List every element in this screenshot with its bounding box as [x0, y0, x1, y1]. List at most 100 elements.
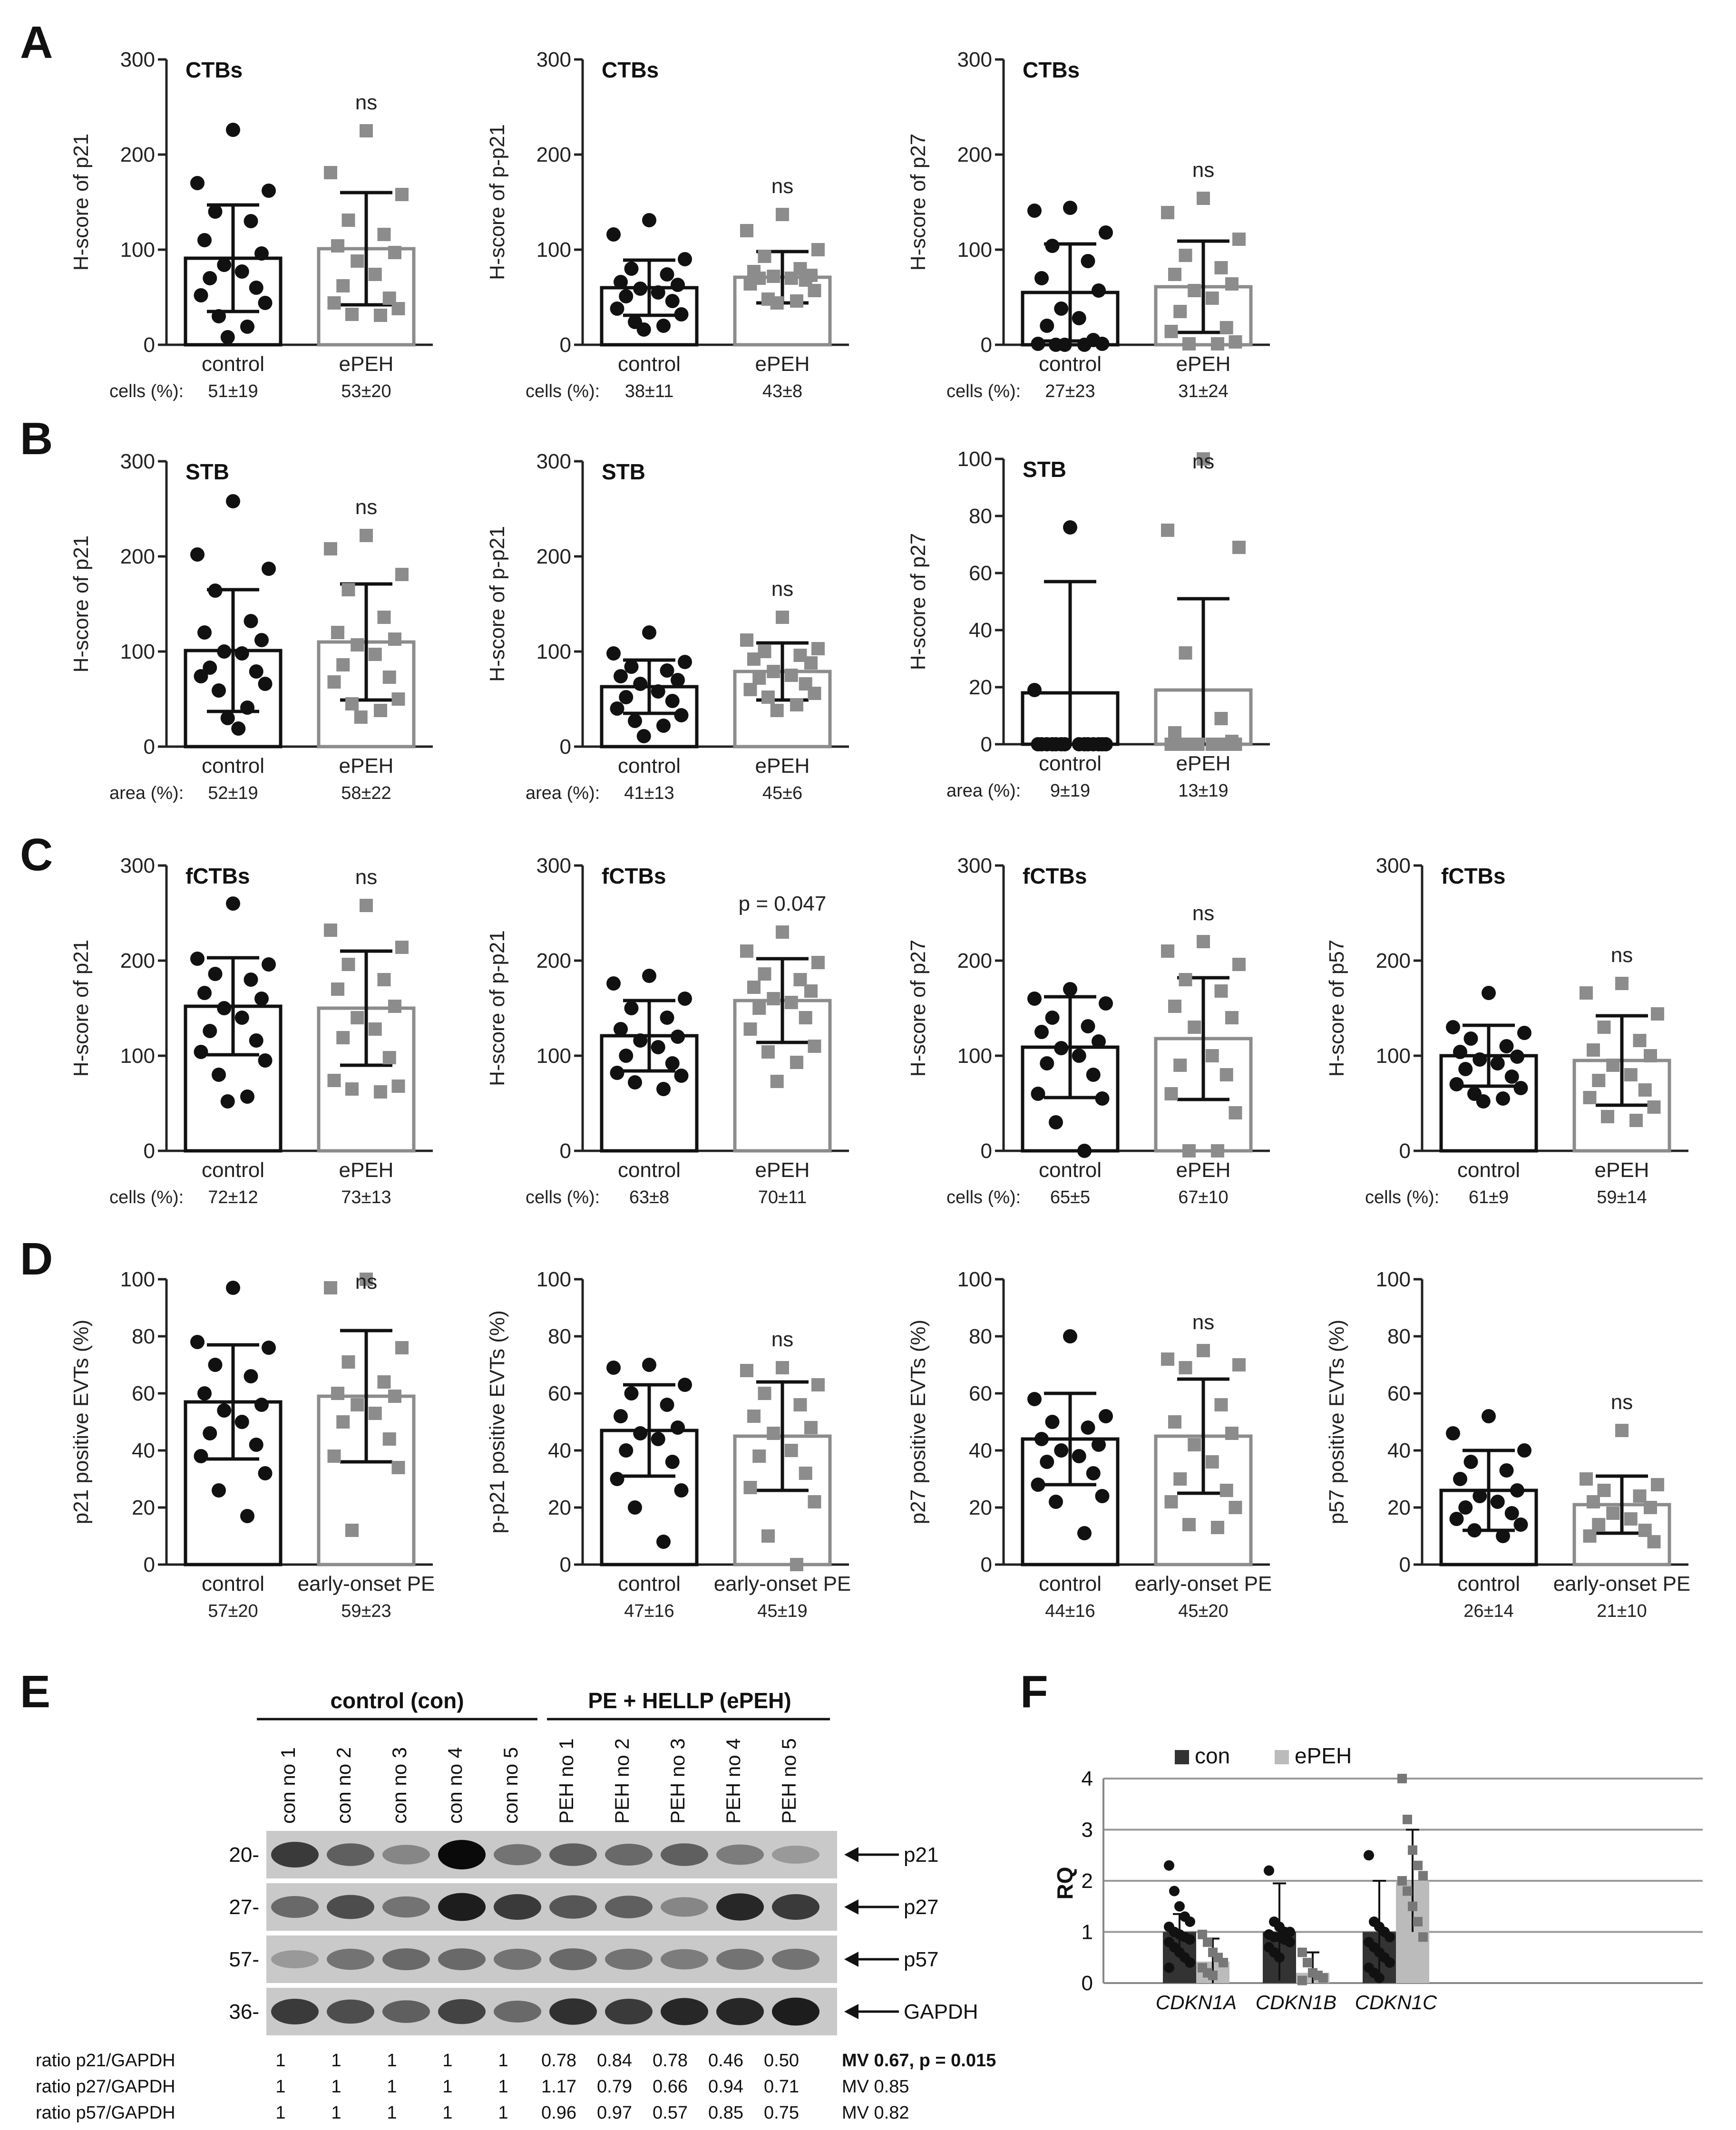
- data-point: [1510, 1050, 1524, 1064]
- footnote-value: 72±12: [208, 1187, 258, 1207]
- data-point: [388, 1000, 401, 1013]
- data-point: [1467, 1523, 1482, 1537]
- y-tick-label: 0: [981, 333, 992, 357]
- data-point: [351, 1011, 364, 1024]
- y-axis-label: RQ: [1053, 1867, 1077, 1900]
- ratio-value: 1: [387, 2077, 397, 2097]
- category-label: ePEH: [1176, 752, 1231, 775]
- data-point: [674, 1483, 689, 1498]
- data-point: [1197, 192, 1210, 205]
- category-label: early-onset PE: [1135, 1572, 1272, 1595]
- data-point: [665, 1056, 680, 1070]
- data-point: [258, 296, 273, 310]
- footnote-label: cells (%):: [1365, 1187, 1439, 1207]
- data-point: [1638, 1524, 1652, 1537]
- rq-point: [1219, 1958, 1228, 1967]
- significance-label: p = 0.047: [739, 892, 827, 915]
- data-point: [208, 204, 223, 219]
- data-point: [391, 1461, 405, 1474]
- y-tick-label: 0: [981, 733, 992, 756]
- y-tick-label: 200: [120, 949, 155, 973]
- panel-label-e: E: [20, 1666, 50, 1717]
- footnote-value: 44±16: [1045, 1601, 1095, 1621]
- data-point: [1040, 1056, 1054, 1070]
- data-point: [1214, 1398, 1228, 1411]
- data-point: [382, 671, 396, 684]
- data-point: [194, 288, 208, 302]
- data-point: [1092, 283, 1106, 298]
- band: [549, 1948, 597, 1970]
- data-point: [1651, 1007, 1664, 1021]
- significance-label: ns: [1192, 1311, 1214, 1334]
- data-point: [1164, 1495, 1178, 1508]
- band: [494, 1948, 541, 1970]
- footnote-label: area (%):: [946, 781, 1021, 801]
- footnote-value: 41±13: [624, 783, 674, 803]
- data-point: [651, 684, 665, 699]
- data-point: [1031, 337, 1045, 351]
- y-axis-label: H-score of p57: [1325, 940, 1348, 1077]
- data-point: [743, 1022, 757, 1036]
- data-point: [336, 658, 350, 671]
- band: [438, 1840, 486, 1869]
- data-point: [651, 285, 665, 300]
- ratio-value: 0.57: [653, 2103, 688, 2123]
- data-point: [1164, 325, 1178, 338]
- data-point: [360, 124, 373, 137]
- data-point: [610, 1066, 624, 1080]
- footnote-label: cells (%):: [109, 381, 184, 401]
- y-tick-label: 0: [560, 735, 571, 759]
- data-point: [1473, 1052, 1487, 1067]
- y-tick-label: 0: [144, 735, 155, 759]
- data-point: [1072, 1049, 1086, 1063]
- data-point: [606, 976, 621, 991]
- protein-label: GAPDH: [904, 2000, 978, 2023]
- y-axis-label: H-score of p21: [69, 134, 93, 271]
- protein-label: p57: [904, 1948, 938, 1971]
- data-point: [752, 1002, 766, 1015]
- data-point: [395, 941, 409, 954]
- data-point: [784, 1444, 798, 1457]
- y-axis-label: H-score of p-p21: [486, 526, 509, 682]
- data-point: [1197, 452, 1210, 466]
- band: [438, 1948, 486, 1970]
- ratio-value: 1: [442, 2077, 452, 2097]
- footnote-label: cells (%):: [526, 381, 600, 401]
- rq-point: [1408, 1901, 1417, 1911]
- data-point: [190, 547, 205, 562]
- y-tick-label: 200: [536, 143, 571, 166]
- data-point: [1034, 1432, 1049, 1446]
- data-point: [1049, 1115, 1063, 1129]
- data-point: [377, 973, 391, 986]
- ratio-value: 0.78: [541, 2051, 576, 2071]
- data-point: [1081, 254, 1095, 268]
- y-tick-label: 300: [120, 854, 155, 877]
- chart-title: CTBs: [1023, 58, 1080, 82]
- data-point: [391, 692, 405, 706]
- data-point: [262, 562, 276, 576]
- band: [661, 1897, 708, 1917]
- data-point: [665, 294, 680, 308]
- data-point: [1072, 311, 1086, 325]
- band: [271, 1842, 319, 1867]
- data-point: [610, 1472, 624, 1486]
- data-point: [770, 704, 784, 717]
- rq-point: [1403, 1886, 1412, 1896]
- data-point: [1214, 984, 1228, 998]
- ratio-value: 1: [442, 2103, 452, 2123]
- data-point: [642, 969, 656, 983]
- data-point: [651, 1432, 665, 1446]
- data-point: [1077, 737, 1092, 751]
- footnote-value: 53±20: [341, 381, 391, 401]
- data-point: [671, 1030, 685, 1044]
- data-point: [811, 642, 825, 655]
- y-tick-label: 20: [1387, 1496, 1411, 1519]
- group-label-control: control (con): [330, 1688, 464, 1713]
- data-point: [1606, 1507, 1620, 1520]
- data-point: [628, 714, 642, 728]
- ratio-value: 0.78: [653, 2051, 688, 2071]
- data-point: [1027, 1392, 1042, 1406]
